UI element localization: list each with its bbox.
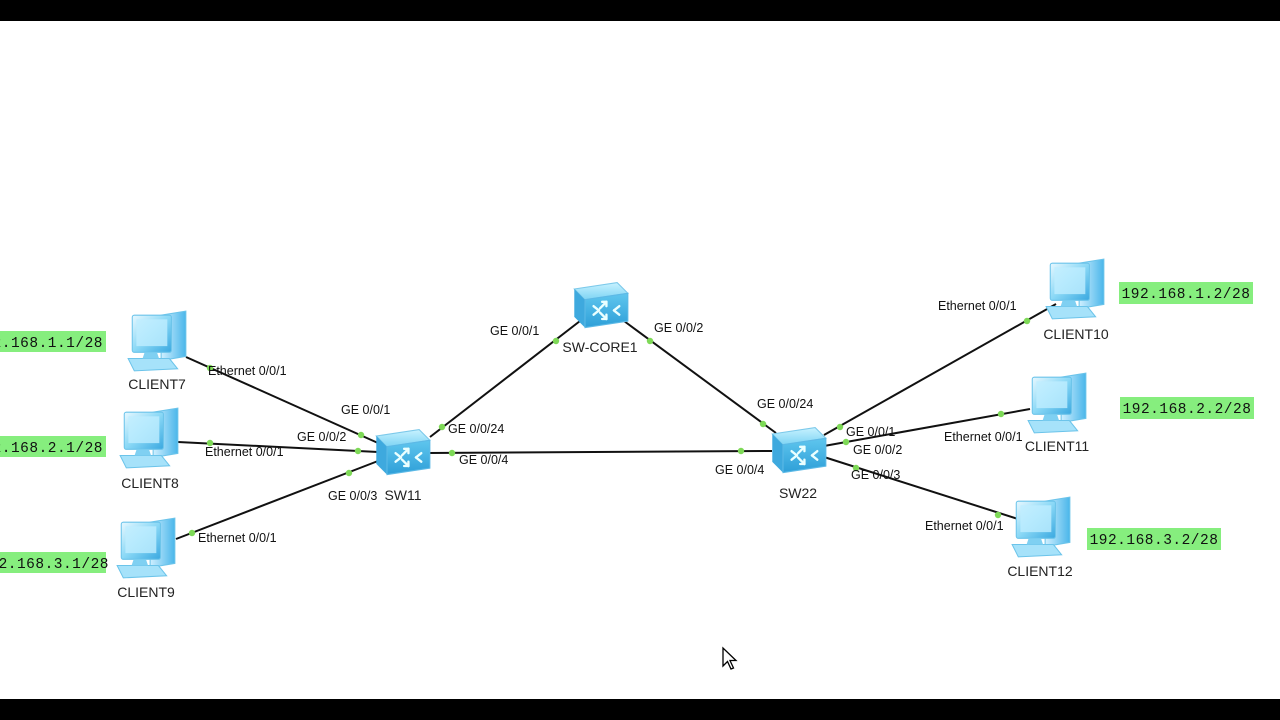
ip-label-text: 192.168.3.1/28 [0,557,109,573]
port-dot [646,337,654,345]
switch-icon [771,426,828,474]
link-client9-sw11[interactable] [175,460,379,540]
port-label: GE 0/0/1 [341,403,390,417]
pc-icon [1045,258,1105,320]
devices-layer: CLIENT7 CLIENT8 CLIENT9 SW11 SW-CORE1 SW… [116,258,1109,600]
pc-icon [1011,496,1071,558]
device-client8[interactable]: CLIENT8 [119,407,179,491]
port-label: GE 0/0/3 [328,489,377,503]
port-label: GE 0/0/4 [715,463,764,477]
device-client10[interactable]: CLIENT10 [1043,258,1109,342]
ip-label-bg [1087,528,1221,550]
device-label: CLIENT12 [1007,563,1073,579]
ip-label-text: 192.168.2.2/28 [1123,402,1252,418]
port-dot [188,529,196,537]
pc-icon [127,310,187,372]
link-sw22-client10[interactable] [823,303,1057,436]
device-label: CLIENT11 [1025,438,1090,454]
port-indicators [188,317,1031,537]
port-label: Ethernet 0/0/1 [205,445,284,459]
ip-label-client9[interactable]: 192.168.3.1/28 [0,552,109,573]
link-client7-sw11[interactable] [185,356,379,444]
device-label: SW22 [779,485,817,501]
device-client12[interactable]: CLIENT12 [1007,496,1073,579]
device-label: SW-CORE1 [562,339,637,355]
ip-label-text: 192.168.3.2/28 [1090,533,1219,549]
port-label: Ethernet 0/0/1 [208,364,287,378]
link-swcore1-sw22[interactable] [623,320,777,434]
port-dot [997,410,1005,418]
device-sw11[interactable]: SW11 [375,428,432,503]
port-dot [206,439,214,447]
port-dot [852,464,860,472]
pc-icon [119,407,179,469]
device-label: SW11 [384,487,421,503]
port-dot [345,469,353,477]
ip-label-client7[interactable]: 192.168.1.1/28 [0,331,106,352]
ip-label-bg [0,331,106,352]
switch-icon [573,281,630,329]
ip-label-bg [0,436,106,457]
port-label: Ethernet 0/0/1 [198,531,277,545]
port-label: Ethernet 0/0/1 [944,430,1023,444]
port-label: GE 0/0/4 [459,453,508,467]
device-label: CLIENT8 [121,475,179,491]
device-label: CLIENT10 [1043,326,1109,342]
pc-icon [1027,372,1087,434]
port-dot [552,337,560,345]
switch-icon [375,428,432,476]
ip-label-text: 192.168.1.1/28 [0,336,103,352]
device-label: CLIENT7 [128,376,186,392]
ip-label-text: 192.168.1.2/28 [1122,287,1251,303]
port-dot [994,511,1002,519]
ip-labels: 192.168.1.1/28 192.168.2.1/28 192.168.3.… [0,282,1254,573]
device-sw22[interactable]: SW22 [771,426,828,501]
ip-label-bg [0,552,106,573]
port-dot [357,431,365,439]
topology-canvas[interactable]: CLIENT7 CLIENT8 CLIENT9 SW11 SW-CORE1 SW… [0,21,1280,699]
port-label: GE 0/0/2 [297,430,346,444]
ip-label-client10[interactable]: 192.168.1.2/28 [1119,282,1253,304]
port-dot [836,423,844,431]
mouse-cursor-icon [722,646,738,670]
port-dot [438,423,446,431]
port-dot [759,420,767,428]
ip-label-bg [1119,282,1253,304]
device-client7[interactable]: CLIENT7 [127,310,187,392]
port-dot [448,449,456,457]
device-client11[interactable]: CLIENT11 [1025,372,1090,454]
port-label: GE 0/0/24 [448,422,504,436]
device-label: CLIENT9 [117,584,175,600]
port-dot [842,438,850,446]
port-label: GE 0/0/24 [757,397,813,411]
port-dot [1023,317,1031,325]
ip-label-text: 192.168.2.1/28 [0,441,103,457]
port-label: GE 0/0/1 [846,425,895,439]
topology-diagram: CLIENT7 CLIENT8 CLIENT9 SW11 SW-CORE1 SW… [0,258,1254,670]
ip-label-client8[interactable]: 192.168.2.1/28 [0,436,106,457]
link-sw22-client12[interactable] [823,456,1019,520]
port-labels: Ethernet 0/0/1 GE 0/0/1 Ethernet 0/0/1 G… [198,299,1023,545]
port-label: Ethernet 0/0/1 [925,519,1004,533]
ip-label-bg [1120,397,1254,419]
ip-label-client11[interactable]: 192.168.2.2/28 [1120,397,1254,419]
link-sw11-sw22[interactable] [427,450,773,454]
port-label: GE 0/0/2 [654,321,703,335]
port-label: Ethernet 0/0/1 [938,299,1017,313]
device-client9[interactable]: CLIENT9 [116,517,176,600]
port-dot [737,447,745,455]
port-label: GE 0/0/1 [490,324,539,338]
ip-label-client12[interactable]: 192.168.3.2/28 [1087,528,1221,550]
port-dot [206,364,214,372]
device-swcore1[interactable]: SW-CORE1 [562,281,638,355]
link-sw22-client11[interactable] [823,408,1031,447]
port-label: GE 0/0/3 [851,468,900,482]
port-label: GE 0/0/2 [853,443,902,457]
pc-icon [116,517,176,579]
port-dot [354,447,362,455]
